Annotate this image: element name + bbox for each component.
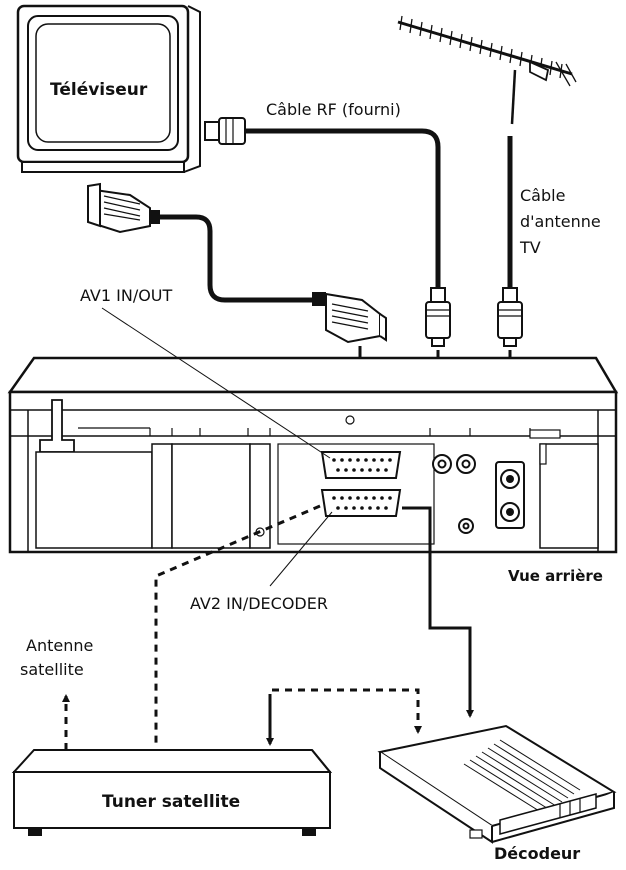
rf-cable-plug-bottom — [425, 287, 451, 347]
antenna-cable-label-2: d'antenne — [520, 212, 601, 231]
scart-cable — [160, 214, 312, 303]
decoder-label: Décodeur — [494, 844, 581, 863]
tuner-satellite-label: Tuner satellite — [102, 792, 241, 812]
tuner-decoder-dashed-link — [268, 688, 420, 740]
av2-connector — [320, 489, 402, 517]
antenna-plug — [497, 287, 523, 347]
decoder-box — [377, 724, 617, 844]
tv-antenna — [397, 15, 577, 125]
decoder-link — [402, 506, 474, 718]
rf-jacks — [495, 461, 525, 529]
antenna-cable-label-3: TV — [520, 238, 541, 257]
tv-scart-plug — [87, 182, 160, 234]
antenna-cable-label-1: Câble — [520, 186, 566, 205]
satellite-dashed-link — [154, 504, 321, 748]
tuner-satellite-box — [11, 749, 333, 836]
av1-label: AV1 IN/OUT — [80, 286, 173, 305]
rf-cable-label: Câble RF (fourni) — [266, 100, 401, 119]
rca-jacks — [432, 454, 476, 534]
rf-cable-plug-top — [204, 117, 246, 145]
rf-cable — [245, 128, 441, 292]
vcr-rear-panel — [7, 356, 619, 554]
rear-view-label: Vue arrière — [508, 567, 603, 585]
tv-set — [16, 4, 201, 173]
tv-label: Téléviseur — [50, 80, 148, 100]
av1-connector — [320, 451, 402, 479]
satellite-antenna-label-1: Antenne — [26, 636, 94, 655]
satellite-antenna-label-2: satellite — [20, 660, 84, 679]
vcr-scart-plug — [312, 292, 387, 344]
av2-label: AV2 IN/DECODER — [190, 594, 328, 613]
